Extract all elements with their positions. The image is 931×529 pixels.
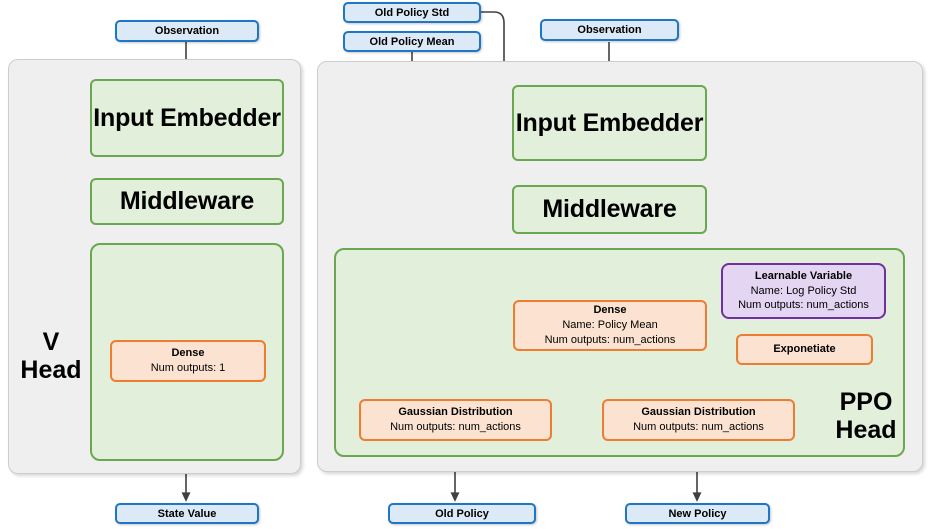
- ppo-gaussian-old-num-outputs: Num outputs: num_actions: [390, 421, 521, 433]
- ppo-dense-title: Dense: [593, 304, 627, 317]
- ppo-learnable-variable-title: Learnable Variable: [754, 269, 853, 282]
- ppo-input-old-policy-mean[interactable]: Old Policy Mean: [343, 31, 481, 52]
- ppo-dense-policy-mean-block[interactable]: Dense Name: Policy Mean Num outputs: num…: [513, 300, 707, 351]
- ppo-input-embedder-block[interactable]: Input Embedder: [512, 85, 707, 161]
- ppo-exponetiate-title: Exponetiate: [773, 343, 836, 356]
- ppo-middleware-label: Middleware: [542, 195, 677, 224]
- v-head-dense-title: Dense: [171, 347, 205, 360]
- v-head-output-state-value-label: State Value: [157, 507, 217, 520]
- ppo-head-caption: PPO Head: [835, 388, 897, 444]
- v-head-input-observation-label: Observation: [154, 25, 220, 37]
- v-head-caption: V Head: [20, 328, 82, 384]
- ppo-output-new-policy[interactable]: New Policy: [625, 503, 770, 524]
- ppo-learnable-variable-name: Name: Log Policy Std: [750, 284, 857, 297]
- ppo-output-old-policy[interactable]: Old Policy: [388, 503, 536, 524]
- ppo-input-observation[interactable]: Observation: [540, 19, 679, 41]
- v-head-input-embedder-label: Input Embedder: [93, 103, 281, 132]
- ppo-dense-name: Name: Policy Mean: [562, 319, 658, 332]
- ppo-output-old-policy-label: Old Policy: [435, 507, 489, 520]
- v-head-middleware-label: Middleware: [119, 187, 255, 216]
- v-head-dense-num-outputs: Num outputs: 1: [150, 362, 226, 374]
- v-head-input-embedder-block[interactable]: Input Embedder: [90, 79, 284, 157]
- v-head-output-state-value[interactable]: State Value: [115, 503, 259, 524]
- ppo-exponetiate-block[interactable]: Exponetiate: [736, 334, 873, 365]
- ppo-gaussian-distribution-new-block[interactable]: Gaussian Distribution Num outputs: num_a…: [602, 399, 795, 441]
- ppo-input-old-policy-mean-label: Old Policy Mean: [369, 35, 455, 48]
- v-head-dense-block[interactable]: Dense Num outputs: 1: [110, 340, 266, 382]
- ppo-input-embedder-label: Input Embedder: [515, 108, 704, 137]
- ppo-input-observation-label: Observation: [577, 24, 642, 36]
- ppo-gaussian-new-title: Gaussian Distribution: [641, 406, 756, 419]
- v-head-input-observation[interactable]: Observation: [115, 20, 259, 42]
- ppo-input-old-policy-std[interactable]: Old Policy Std: [343, 2, 481, 23]
- ppo-gaussian-new-num-outputs: Num outputs: num_actions: [633, 421, 764, 433]
- ppo-input-old-policy-std-label: Old Policy Std: [374, 6, 450, 19]
- ppo-gaussian-old-title: Gaussian Distribution: [398, 406, 513, 419]
- ppo-gaussian-distribution-old-block[interactable]: Gaussian Distribution Num outputs: num_a…: [359, 399, 552, 441]
- ppo-learnable-variable-block[interactable]: Learnable Variable Name: Log Policy Std …: [721, 263, 886, 319]
- ppo-learnable-variable-num-outputs: Num outputs: num_actions: [738, 299, 869, 312]
- ppo-dense-num-outputs: Num outputs: num_actions: [544, 333, 676, 346]
- ppo-output-new-policy-label: New Policy: [668, 507, 727, 520]
- ppo-middleware-block[interactable]: Middleware: [512, 185, 707, 234]
- v-head-middleware-block[interactable]: Middleware: [90, 178, 284, 225]
